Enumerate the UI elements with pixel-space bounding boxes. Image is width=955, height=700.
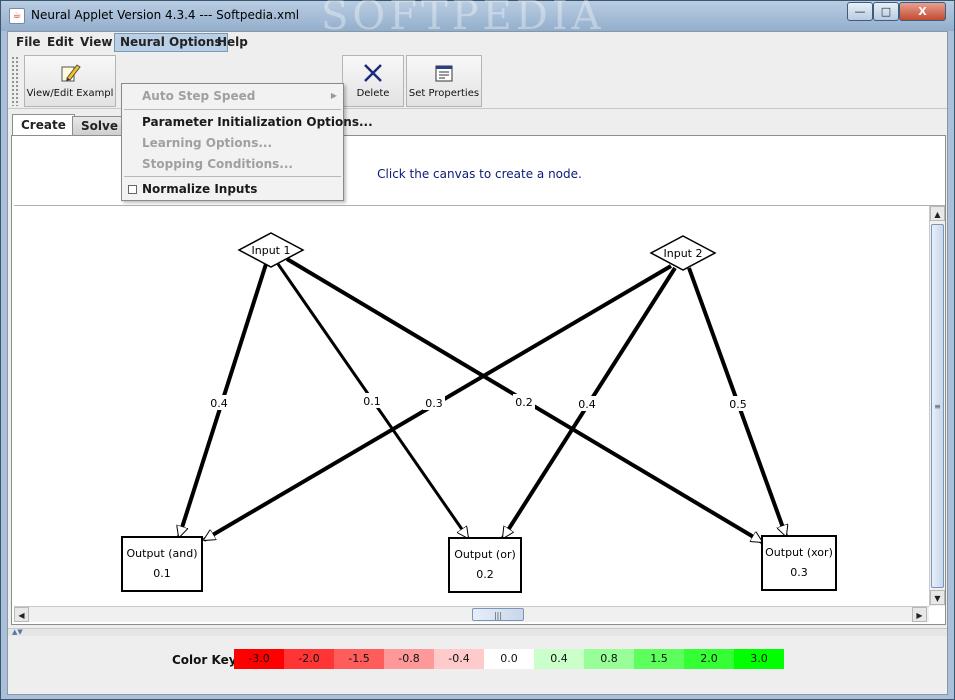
delete-label: Delete: [356, 88, 390, 99]
color-key-label: Color Key:: [172, 653, 242, 667]
menu-separator: [124, 176, 341, 177]
neural-options-dropdown: Auto Step Speed ▶ Parameter Initializati…: [121, 83, 373, 201]
tab-solve[interactable]: Solve: [72, 116, 127, 135]
input-node-label: Input 1: [252, 244, 291, 257]
minimize-button[interactable]: —: [847, 2, 873, 21]
edge-weight-label: 0.3: [425, 397, 443, 410]
edge-weight-label: 0.5: [729, 398, 747, 411]
output-node-value: 0.1: [153, 567, 171, 580]
canvas-scroll-pane: 0.4 0.1 0.2 0.3 0.4 0.5 Input 1 Input 2 Output …: [14, 205, 945, 623]
edge-weight-label: 0.2: [515, 396, 533, 409]
color-key-cell: 1.5: [634, 649, 684, 669]
window-title: Neural Applet Version 4.3.4 --- Softpedi…: [31, 8, 300, 22]
submenu-arrow-icon: ▶: [330, 91, 337, 100]
scroll-right-arrow[interactable]: ▶: [912, 607, 927, 622]
edge-weight-label: 0.4: [210, 397, 228, 410]
output-node-and[interactable]: [121, 536, 203, 592]
color-key-cell: 0.0: [484, 649, 534, 669]
color-key-cell: -2.0: [284, 649, 334, 669]
java-app-icon: ☕: [9, 8, 25, 24]
color-key-cell: 2.0: [684, 649, 734, 669]
input-node-in1[interactable]: [237, 232, 305, 268]
vertical-scrollbar[interactable]: ▲ ≡ ▼: [929, 206, 945, 606]
input-node-in2[interactable]: [649, 235, 717, 271]
scroll-left-arrow[interactable]: ◀: [14, 607, 29, 622]
view-edit-examples-label: View/Edit Exampl: [26, 88, 114, 99]
color-key-cell: 3.0: [734, 649, 784, 669]
color-key-cell: -0.4: [434, 649, 484, 669]
edge-weight-label: 0.1: [363, 395, 381, 408]
edge-weight-background: [576, 396, 598, 411]
checkbox-icon[interactable]: [128, 185, 137, 194]
view-edit-examples-button[interactable]: View/Edit Exampl: [24, 55, 116, 107]
title-bar[interactable]: ☕ Neural Applet Version 4.3.4 --- Softpe…: [1, 0, 954, 39]
output-node-label: Output (xor): [765, 546, 833, 559]
set-properties-button[interactable]: Set Properties: [406, 55, 482, 107]
menu-help[interactable]: Help: [217, 35, 248, 49]
menu-bar: File Edit View Neural Options Help: [8, 32, 947, 53]
horizontal-scrollbar[interactable]: ◀ ||| ▶: [14, 606, 929, 622]
tab-create[interactable]: Create: [12, 114, 75, 136]
close-button[interactable]: X: [899, 2, 946, 21]
delete-x-icon: [362, 62, 384, 84]
network-canvas[interactable]: 0.4 0.1 0.2 0.3 0.4 0.5 Input 1 Input 2 Output …: [14, 206, 929, 606]
edge-weight-background: [513, 394, 535, 409]
menu-neural-options[interactable]: Neural Options: [114, 33, 228, 52]
output-node-value: 0.3: [790, 566, 808, 579]
color-key-cell: -0.8: [384, 649, 434, 669]
input-node-label: Input 2: [664, 247, 703, 260]
menu-item-learning-options[interactable]: Learning Options...: [142, 136, 273, 150]
edit-pencil-icon: [59, 62, 81, 84]
client-area: File Edit View Neural Options Help View/…: [7, 31, 948, 695]
menu-item-stopping-conditions[interactable]: Stopping Conditions...: [142, 157, 293, 171]
vertical-scroll-thumb[interactable]: ≡: [931, 224, 944, 588]
output-node-or[interactable]: [448, 537, 522, 593]
properties-icon: [433, 62, 455, 84]
network-graph[interactable]: 0.4 0.1 0.2 0.3 0.4 0.5 Input 1 Input 2 Output …: [14, 206, 929, 606]
edge-weight-background: [423, 395, 445, 410]
output-node-label: Output (or): [454, 548, 516, 561]
auto-step-speed-label: Auto Step Speed: [142, 89, 256, 103]
menu-item-parameter-initialization[interactable]: Parameter Initialization Options...: [142, 115, 373, 129]
canvas-hint: Click the canvas to create a node.: [377, 167, 582, 181]
scroll-down-arrow[interactable]: ▼: [930, 590, 945, 605]
output-node-label: Output (and): [127, 547, 198, 560]
maximize-button[interactable]: □: [873, 2, 899, 21]
toolbar-grip[interactable]: [11, 56, 19, 106]
menu-item-auto-step-speed[interactable]: Auto Step Speed ▶: [122, 86, 343, 106]
split-pane-divider[interactable]: ▲▼: [8, 628, 947, 636]
menu-view[interactable]: View: [80, 35, 113, 49]
menu-separator: [124, 109, 341, 110]
edge-weight-background: [208, 395, 230, 410]
menu-edit[interactable]: Edit: [47, 35, 74, 49]
color-key-cell: 0.4: [534, 649, 584, 669]
tab-strip: Create Solve: [8, 114, 947, 136]
delete-button[interactable]: Delete: [342, 55, 404, 107]
menu-file[interactable]: File: [16, 35, 41, 49]
color-key-cell: -1.5: [334, 649, 384, 669]
edge-weight-background: [727, 396, 749, 411]
menu-item-normalize-inputs[interactable]: Normalize Inputs: [122, 179, 343, 199]
set-properties-label: Set Properties: [408, 88, 480, 99]
output-node-xor[interactable]: [761, 535, 837, 591]
output-node-value: 0.2: [476, 568, 494, 581]
edge-weight-label: 0.4: [578, 398, 596, 411]
color-key-cell: 0.8: [584, 649, 634, 669]
horizontal-scroll-thumb[interactable]: |||: [472, 608, 524, 621]
color-key-cell: -3.0: [234, 649, 284, 669]
normalize-inputs-label: Normalize Inputs: [142, 182, 258, 196]
scroll-up-arrow[interactable]: ▲: [930, 206, 945, 221]
edge-weight-background: [361, 393, 383, 408]
